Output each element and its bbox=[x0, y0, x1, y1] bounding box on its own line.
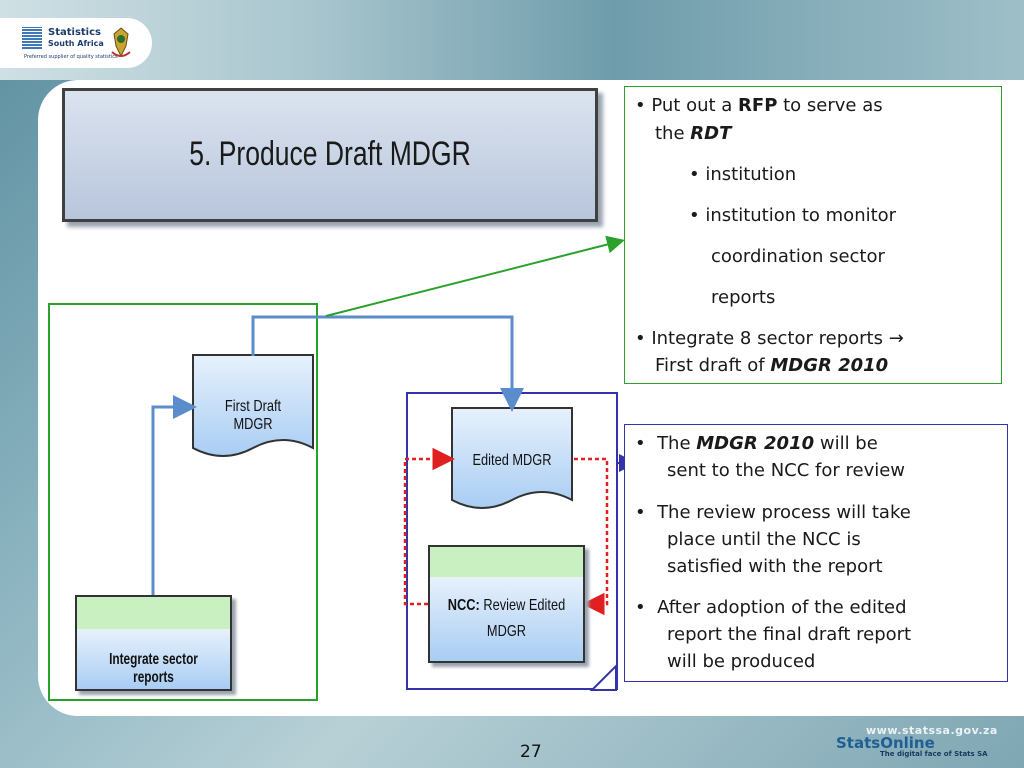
integrate-node-body bbox=[77, 629, 230, 689]
tb1-bullet-1-line2: the RDT bbox=[655, 123, 732, 144]
tb1-bullet-2: • Integrate 8 sector reports → bbox=[635, 328, 904, 349]
tb1-bullet-2-line2: First draft of MDGR 2010 bbox=[655, 355, 889, 376]
tb1-sub-2-line3: reports bbox=[711, 287, 776, 308]
tb2-bullet-1-line2: sent to the NCC for review bbox=[667, 460, 906, 481]
logo-line-1: Statistics bbox=[48, 27, 101, 38]
green-frame bbox=[48, 303, 318, 701]
header-band bbox=[0, 0, 1024, 80]
ncc-review-node: NCC: Review Edited MDGR bbox=[428, 545, 585, 663]
ncc-node-body bbox=[430, 577, 583, 661]
footer-brand: StatsOnline bbox=[836, 734, 935, 752]
review-loop-left bbox=[403, 447, 455, 606]
ncc-label-line1: NCC: Review Edited bbox=[447, 597, 566, 614]
stats-grid-icon bbox=[22, 27, 42, 49]
tb2-bullet-3: • After adoption of the edited bbox=[635, 597, 907, 618]
integrate-node: Integrate sector reports bbox=[75, 595, 232, 691]
edited-shape bbox=[451, 407, 573, 509]
footer-url: www.statssa.gov.za bbox=[866, 724, 998, 737]
logo-tagline: Preferred supplier of quality statistics bbox=[24, 54, 118, 60]
review-loop-right bbox=[574, 457, 609, 616]
tb1-sub-2-line2: coordination sector bbox=[711, 246, 885, 267]
tb2-bullet-2-line2: place until the NCC is bbox=[667, 529, 861, 550]
integrate-label: Integrate sector reports bbox=[109, 651, 198, 686]
tb2-bullet-2-line3: satisfied with the report bbox=[667, 556, 883, 577]
tb1-sub-2: • institution to monitor bbox=[689, 205, 897, 226]
slide-title: 5. Produce Draft MDGR bbox=[189, 135, 471, 173]
draft-to-edited-arrow bbox=[251, 315, 524, 412]
textbox-rfp: • Put out a RFP to serve as the RDT • in… bbox=[624, 86, 1002, 384]
right-arrow-icon: → bbox=[888, 328, 904, 349]
slide-title-box: 5. Produce Draft MDGR bbox=[62, 88, 598, 222]
coat-of-arms-icon bbox=[111, 27, 131, 58]
integrate-node-header bbox=[77, 597, 230, 633]
edited-label: Edited MDGR bbox=[472, 452, 552, 469]
tb2-bullet-3-line2: report the final draft report bbox=[667, 624, 912, 645]
logo-line-2: South Africa bbox=[48, 39, 104, 48]
first-draft-shape bbox=[192, 354, 314, 457]
tb1-sub-1: • institution bbox=[689, 164, 797, 185]
tb2-bullet-3-line3: will be produced bbox=[667, 651, 816, 672]
tb2-bullet-2: • The review process will take bbox=[635, 502, 911, 523]
tb1-bullet-1: • Put out a RFP to serve as bbox=[635, 95, 883, 116]
textbox-review: • The MDGR 2010 will be sent to the NCC … bbox=[624, 424, 1008, 682]
ncc-node-header bbox=[430, 547, 583, 581]
footer-tagline: The digital face of Stats SA bbox=[880, 750, 988, 758]
page-fold bbox=[589, 663, 617, 691]
green-callout-arrow bbox=[325, 235, 625, 317]
integrate-to-draft-arrow bbox=[151, 395, 197, 596]
page-number: 27 bbox=[520, 742, 542, 762]
first-draft-label: First Draft MDGR bbox=[224, 398, 282, 433]
ncc-label-line2: MDGR bbox=[486, 623, 527, 640]
tb2-bullet-1: • The MDGR 2010 will be bbox=[635, 433, 878, 454]
